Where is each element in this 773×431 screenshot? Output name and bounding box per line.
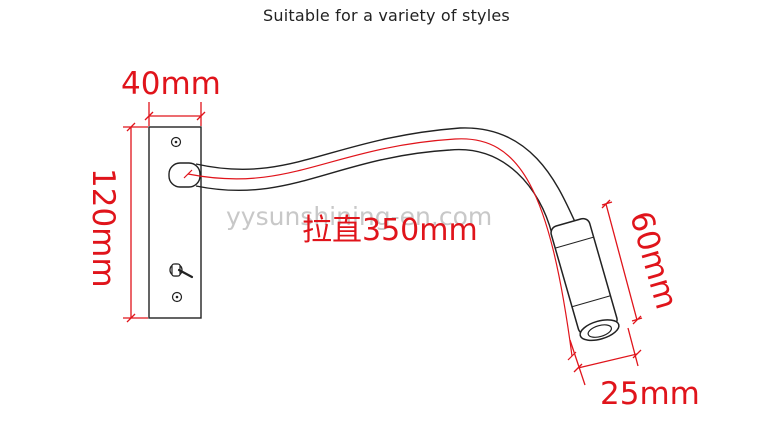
page-title: Suitable for a variety of styles [263, 6, 510, 25]
head-diameter-label: 25mm [600, 376, 700, 412]
plate-width-label: 40mm [121, 66, 221, 102]
plate-screw-top [170, 136, 182, 148]
plate-height-dimension [123, 122, 148, 323]
toggle-switch [169, 263, 194, 279]
gooseneck-arm [195, 127, 577, 235]
plate-screw-bottom [171, 291, 183, 303]
plate-width-dimension [144, 102, 206, 126]
arm-base-collar [168, 162, 201, 188]
watermark: yysunshining-en.com [226, 202, 492, 231]
arm-length-label: 拉直350mm [302, 213, 478, 248]
head-length-dimension [601, 199, 643, 325]
lamp-head [550, 217, 620, 342]
arm-length-dimension [183, 138, 577, 361]
wall-plate [148, 126, 202, 319]
plate-height-label: 120mm [85, 168, 121, 288]
head-diameter-dimension [569, 327, 642, 386]
head-length-label: 60mm [622, 207, 684, 313]
